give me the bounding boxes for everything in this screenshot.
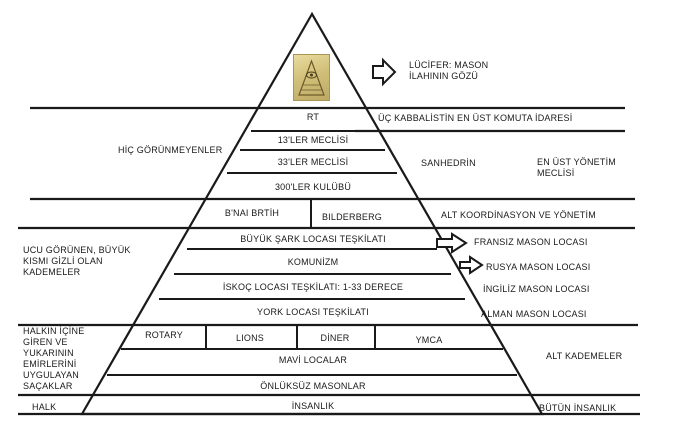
label-kabbalist: ÜÇ KABBALİSTİN EN ÜST KOMUTA İDARESİ [378, 113, 573, 123]
label-halkin-icine-giren: HALKIN İÇİNE GİREN VE YUKARININ EMİRLERİ… [23, 326, 85, 391]
tier-bnai-brith: B'NAI BRTİH [224, 208, 280, 218]
tier-rt: RT [306, 112, 320, 122]
tier-lines [107, 130, 517, 376]
tier-onluksuz-masonlar: ÖNLÜKSÜZ MASONLAR [260, 381, 366, 391]
label-fransiz-mason: FRANSIZ MASON LOCASI [474, 237, 588, 247]
tier-13ler-meclisi: 13'LER MECLİSİ [277, 135, 349, 145]
label-butun-insanlik: BÜTÜN İNSANLIK [539, 403, 617, 413]
label-ingiliz-mason: İNGİLİZ MASON LOCASI [483, 284, 590, 294]
label-ucu-gorunen: UCU GÖRÜNEN, BÜYÜK KISMI GİZLİ OLAN KADE… [23, 245, 131, 277]
tier-komunizm: KOMUNİZM [287, 257, 339, 267]
tier-mavi-localar: MAVİ LOCALAR [278, 355, 348, 365]
tier-buyuk-sark: BÜYÜK ŞARK LOCASI TEŞKİLATI [240, 234, 386, 244]
tier-ymca: YMCA [415, 335, 443, 345]
tier-insanlik: İNSANLIK [291, 401, 335, 411]
tier-rotary: ROTARY [145, 330, 183, 340]
tier-dividers [205, 199, 376, 349]
arrow-icon-lucifer [372, 57, 397, 87]
label-en-ust-yonetim: EN ÜST YÖNETİM MECLİSİ [537, 157, 616, 178]
label-hic-gorunmeyenler: HİÇ GÖRÜNMEYENLER [118, 145, 223, 155]
tier-bilderberg: BILDERBERG [321, 212, 383, 222]
tier-300ler-kulubu: 300'LER KULÜBÜ [274, 182, 352, 192]
label-alt-kademeler: ALT KADEMELER [546, 351, 623, 361]
tier-33ler-meclisi: 33'LER MECLİSİ [277, 157, 349, 167]
arrow-icon-fransiz [436, 232, 468, 254]
label-sanhedrin: SANHEDRİN [421, 158, 476, 168]
label-lucifer: LÜCİFER: MASON İLAHININ GÖZÜ [409, 60, 489, 81]
tier-diner: DİNER [320, 333, 350, 343]
label-alt-koordinasyon: ALT KOORDİNASYON VE YÖNETİM [441, 210, 596, 220]
label-halk: HALK [32, 402, 57, 412]
band-lines [18, 106, 640, 416]
tier-york: YORK LOCASI TEŞKİLATI [257, 307, 369, 317]
tier-lions: LIONS [235, 333, 265, 343]
label-rusya-mason: RUSYA MASON LOCASI [486, 262, 591, 272]
arrow-icon-rusya [459, 255, 484, 275]
tier-iskoc: İSKOÇ LOCASI TEŞKİLATI: 1-33 DERECE [222, 282, 404, 292]
all-seeing-eye-pyramid-icon [293, 54, 330, 101]
label-alman-mason: ALMAN MASON LOCASI [481, 309, 587, 319]
